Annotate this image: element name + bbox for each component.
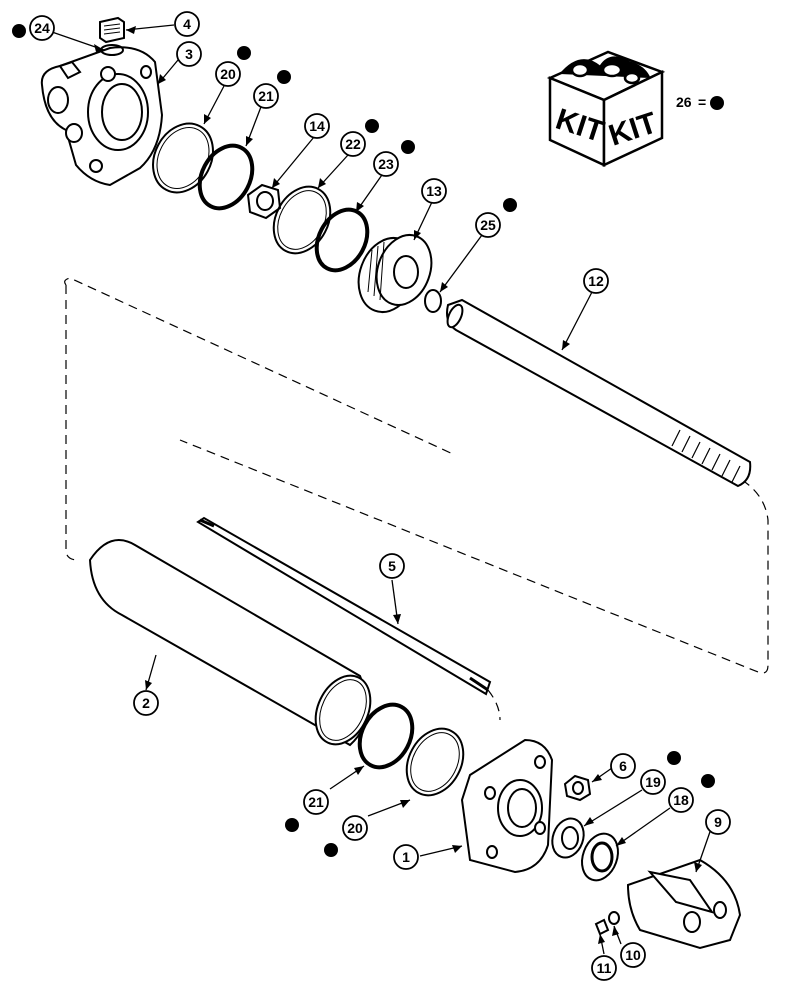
kit-indicator-dots bbox=[12, 24, 715, 857]
callout-18: 18 bbox=[668, 787, 694, 813]
svg-text:20: 20 bbox=[347, 820, 363, 836]
legend-number: 26 bbox=[676, 94, 692, 110]
callout-25: 25 bbox=[475, 212, 501, 238]
svg-text:19: 19 bbox=[645, 774, 661, 790]
assembly-outline bbox=[64, 277, 769, 721]
svg-text:25: 25 bbox=[480, 217, 496, 233]
svg-text:22: 22 bbox=[345, 136, 361, 152]
callout-6: 6 bbox=[610, 753, 636, 779]
part-14-nut bbox=[246, 183, 282, 220]
part-21-oring-top bbox=[197, 143, 255, 211]
svg-text:12: 12 bbox=[588, 273, 604, 289]
svg-text:23: 23 bbox=[378, 156, 394, 172]
part-20-backup-ring-bottom bbox=[405, 727, 465, 797]
svg-text:21: 21 bbox=[308, 794, 324, 810]
callout-24: 24 bbox=[29, 15, 55, 41]
part-12-rod bbox=[446, 298, 752, 488]
part-3-head bbox=[40, 46, 164, 187]
legend-dot bbox=[710, 96, 724, 110]
callout-4: 4 bbox=[174, 11, 200, 37]
part-21-oring-bottom bbox=[357, 702, 415, 770]
svg-text:13: 13 bbox=[426, 183, 442, 199]
callout-22: 22 bbox=[340, 131, 366, 157]
svg-text:6: 6 bbox=[619, 758, 627, 774]
legend-equals: = bbox=[698, 94, 706, 110]
callout-14: 14 bbox=[304, 113, 330, 139]
part-18-wiper bbox=[581, 832, 619, 882]
part-2-tube bbox=[88, 539, 372, 747]
callout-9: 9 bbox=[705, 809, 731, 835]
callout-11: 11 bbox=[591, 955, 617, 981]
callout-21-top: 21 bbox=[253, 83, 279, 109]
part-5-tie-rod bbox=[196, 516, 492, 696]
svg-text:24: 24 bbox=[34, 20, 50, 36]
leader-arrowheads bbox=[94, 26, 702, 944]
part-20-backup-ring-top bbox=[152, 122, 214, 194]
callout-20-bottom: 20 bbox=[342, 815, 368, 841]
callout-19: 19 bbox=[640, 769, 666, 795]
callout-5: 5 bbox=[379, 553, 405, 579]
callout-10: 10 bbox=[620, 942, 646, 968]
part-4-plug bbox=[99, 16, 125, 44]
callout-20-top: 20 bbox=[215, 61, 241, 87]
svg-text:2: 2 bbox=[142, 695, 150, 711]
svg-text:10: 10 bbox=[625, 947, 641, 963]
part-22-backup-ring bbox=[272, 185, 332, 255]
svg-text:14: 14 bbox=[309, 118, 325, 134]
callout-1: 1 bbox=[393, 844, 419, 870]
part-10-ball bbox=[608, 911, 620, 925]
part-11-setscrew bbox=[594, 918, 610, 936]
part-25-oring bbox=[424, 289, 442, 313]
svg-text:11: 11 bbox=[597, 960, 612, 976]
svg-text:3: 3 bbox=[185, 46, 193, 62]
part-23-oring bbox=[314, 207, 370, 273]
callout-12: 12 bbox=[583, 268, 609, 294]
callout-3: 3 bbox=[176, 41, 202, 67]
part-1-cap bbox=[460, 738, 554, 874]
kit-box-icon bbox=[546, 50, 666, 167]
svg-text:18: 18 bbox=[673, 792, 689, 808]
svg-text:4: 4 bbox=[183, 16, 191, 32]
svg-text:1: 1 bbox=[402, 849, 410, 865]
part-9-clevis bbox=[626, 858, 742, 950]
part-6-nut bbox=[563, 774, 592, 802]
svg-text:9: 9 bbox=[714, 814, 722, 830]
part-19-seal bbox=[551, 817, 585, 859]
part-13-piston bbox=[357, 234, 433, 313]
callout-13: 13 bbox=[421, 178, 447, 204]
callout-23: 23 bbox=[373, 151, 399, 177]
svg-text:20: 20 bbox=[220, 66, 236, 82]
svg-text:21: 21 bbox=[258, 88, 274, 104]
svg-text:5: 5 bbox=[388, 558, 396, 574]
callout-21-bottom: 21 bbox=[303, 789, 329, 815]
callout-2: 2 bbox=[133, 690, 159, 716]
